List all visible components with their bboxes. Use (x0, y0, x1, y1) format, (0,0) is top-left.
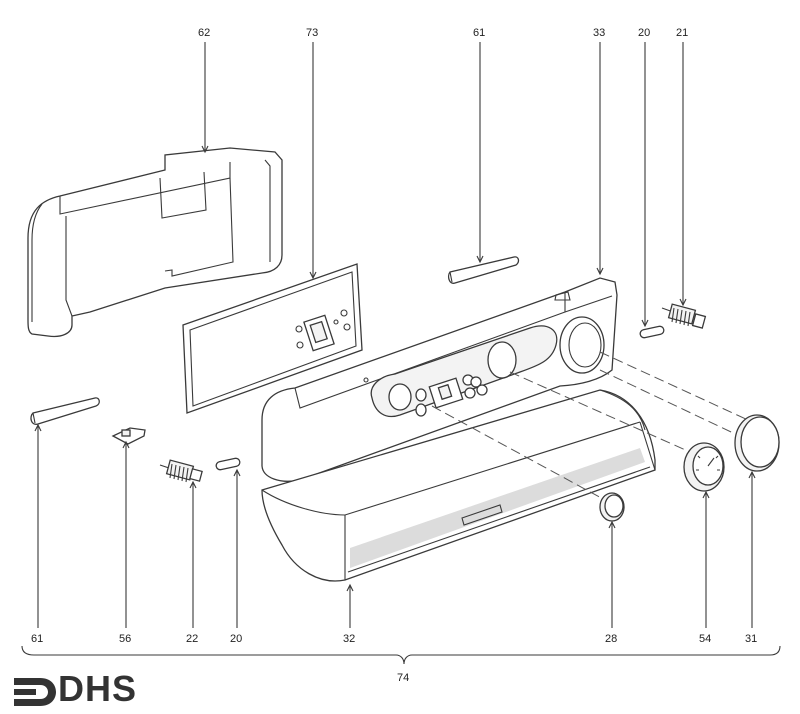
part-56-clip (111, 427, 146, 445)
callout-20-top: 20 (638, 27, 650, 39)
part-20-pin-bottom (215, 457, 241, 471)
part-21-hinge-spring (661, 303, 707, 329)
leader-lines (34, 42, 756, 628)
callout-62: 62 (198, 27, 210, 39)
callout-61-top: 61 (473, 27, 485, 39)
part-61-bar-top (448, 256, 520, 284)
callout-20-bottom: 20 (230, 633, 242, 645)
callout-33: 33 (593, 27, 605, 39)
part-61-bar-bottom (30, 397, 100, 425)
part-73-circuit-board (182, 263, 363, 414)
part-33-control-fascia (261, 277, 618, 482)
guide-line-31-b (599, 369, 749, 441)
part-31-cover-cap (734, 414, 780, 472)
callout-56: 56 (119, 633, 131, 645)
guide-line-54 (509, 371, 691, 453)
part-20-pin-top (639, 325, 665, 339)
callout-73: 73 (306, 27, 318, 39)
part-62-cover (27, 147, 283, 338)
callout-32: 32 (343, 633, 355, 645)
callout-28: 28 (605, 633, 617, 645)
callout-31: 31 (745, 633, 757, 645)
callout-61-bottom: 61 (31, 633, 43, 645)
assembly-brace-74 (21, 645, 781, 665)
guide-line-31-a (599, 351, 749, 421)
part-32-lower-tray (261, 389, 656, 582)
callout-74: 74 (397, 672, 409, 684)
part-54-pressure-gauge (683, 442, 725, 492)
callout-22: 22 (186, 633, 198, 645)
part-28-knob (599, 492, 625, 522)
callout-54: 54 (699, 633, 711, 645)
dhs-logo-icon (14, 678, 56, 706)
logo-wordmark: DHS (58, 668, 138, 709)
callout-21: 21 (676, 27, 688, 39)
part-22-hinge-spring (159, 459, 203, 483)
guide-line-28 (431, 405, 606, 501)
